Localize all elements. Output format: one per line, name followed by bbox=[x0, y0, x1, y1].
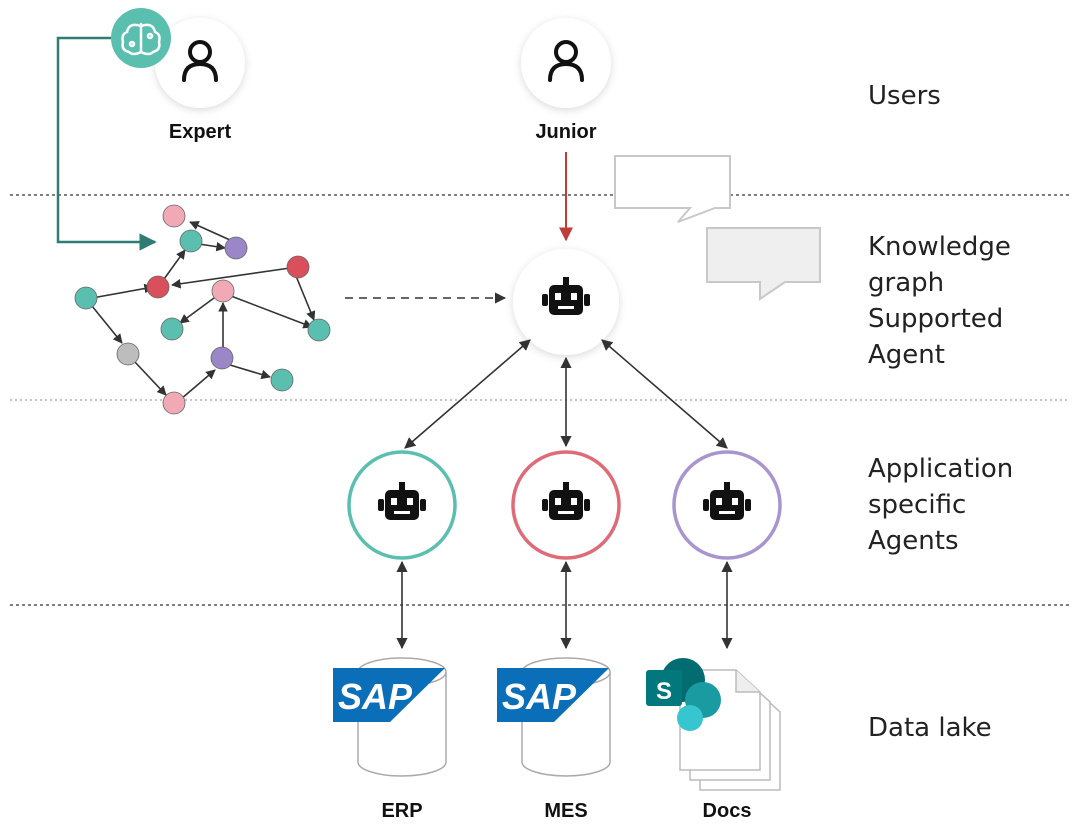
layer-label-kg-2: graph bbox=[868, 268, 945, 298]
robot-icon bbox=[542, 482, 590, 520]
graph-node bbox=[162, 204, 186, 228]
graph-node bbox=[211, 279, 235, 303]
expert-to-graph-connector bbox=[56, 36, 157, 251]
graph-node bbox=[146, 275, 170, 299]
docs-agent bbox=[672, 450, 782, 560]
person-icon bbox=[548, 40, 584, 82]
layer-label-data-lake: Data lake bbox=[868, 713, 992, 743]
graph-node bbox=[116, 342, 140, 366]
robot-icon bbox=[378, 482, 426, 520]
graph-node bbox=[210, 346, 234, 370]
erp-agent bbox=[347, 450, 457, 560]
graph-node bbox=[307, 318, 331, 342]
graph-node bbox=[270, 368, 294, 392]
layer-label-app-1: Application bbox=[868, 454, 1014, 484]
sap-logo-erp: SAP bbox=[333, 668, 445, 722]
speech-bubble-outline bbox=[614, 155, 731, 223]
expert-label: Expert bbox=[168, 121, 232, 143]
layer-label-kg-1: Knowledge bbox=[868, 232, 1011, 262]
sharepoint-letter: S bbox=[656, 678, 672, 705]
speech-bubble-filled bbox=[706, 227, 821, 301]
graph-node bbox=[179, 229, 203, 253]
kg-agent bbox=[513, 249, 619, 355]
person-icon bbox=[182, 40, 218, 82]
layer-label-app-2: specific bbox=[868, 490, 967, 520]
graph-node bbox=[224, 236, 248, 260]
layer-label-users: Users bbox=[868, 81, 941, 111]
junior-label: Junior bbox=[535, 121, 597, 143]
knowledge-graph bbox=[91, 221, 316, 400]
expert-user bbox=[155, 18, 245, 108]
docs-label: Docs bbox=[702, 800, 752, 822]
mes-label: MES bbox=[544, 800, 588, 822]
sap-logo-mes: SAP bbox=[497, 668, 609, 722]
brain-badge bbox=[111, 8, 171, 68]
layer-label-kg-4: Agent bbox=[868, 340, 945, 370]
graph-node bbox=[286, 255, 310, 279]
mes-agent bbox=[511, 450, 621, 560]
sap-logo-text: SAP bbox=[338, 676, 413, 717]
kg-to-docs-agent-link bbox=[601, 339, 728, 449]
erp-label: ERP bbox=[381, 800, 423, 822]
sharepoint-logo: S bbox=[646, 658, 721, 731]
graph-node bbox=[162, 391, 186, 415]
kg-to-erp-agent-link bbox=[404, 339, 531, 449]
brain-icon bbox=[121, 22, 161, 56]
graph-node bbox=[74, 286, 98, 310]
layer-label-kg-3: Supported bbox=[868, 304, 1004, 334]
junior-user bbox=[521, 18, 611, 108]
graph-node bbox=[160, 317, 184, 341]
layer-label-app-3: Agents bbox=[868, 526, 959, 556]
sap-logo-text: SAP bbox=[502, 676, 577, 717]
robot-icon bbox=[542, 277, 590, 315]
robot-icon bbox=[703, 482, 751, 520]
graph-nodes bbox=[74, 204, 331, 415]
